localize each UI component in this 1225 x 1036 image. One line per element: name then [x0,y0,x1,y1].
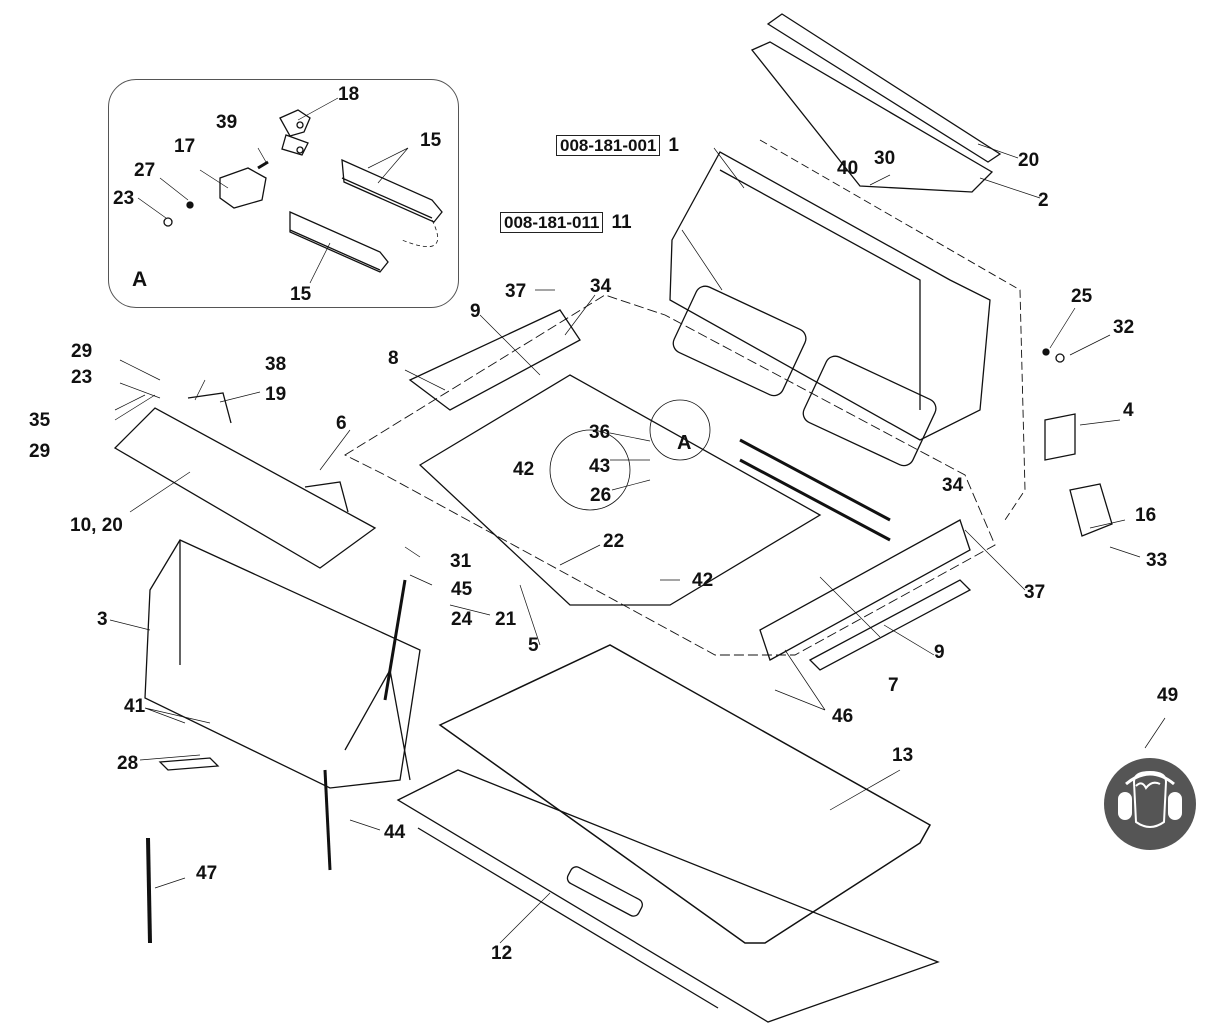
bracket-18 [279,109,311,156]
callout-9: 9 [470,301,481,322]
callout-18: 18 [338,84,360,105]
callout-13: 13 [892,745,914,766]
callout-43: 43 [589,456,611,477]
callout-29: 29 [29,441,51,462]
chain-15-lower [289,210,389,273]
cable-chain [739,438,891,542]
washer-27 [186,201,194,209]
callout-34: 34 [590,276,612,297]
plate-28 [158,757,220,771]
mat-12-lower [417,827,719,1009]
back-panel-1 [669,139,1026,521]
detail-a-parts [163,109,443,273]
ear-protection-icon [1104,758,1196,850]
callout-15: 15 [420,130,442,151]
callout-24: 24 [451,609,473,630]
mat-12-slot [566,866,643,917]
callout-37: 37 [505,281,527,302]
callout-37: 37 [1024,582,1046,603]
part-item: 11 [611,212,632,233]
callout-15: 15 [290,284,312,305]
callout-23: 23 [71,367,93,388]
callout-7: 7 [888,675,899,696]
callout-23: 23 [113,188,135,209]
callout-34: 34 [942,475,964,496]
nut-23 [163,217,173,227]
detail-a-frame [108,79,459,308]
callout-42: 42 [692,570,714,591]
chain-15-upper [341,158,443,223]
callout-42: 42 [513,459,535,480]
callout-38: 38 [265,354,287,375]
callout-2: 2 [1038,190,1049,211]
callout-39: 39 [216,112,238,133]
nut-25 [1042,348,1050,356]
detail-a-label: A [132,268,148,291]
bracket-17 [219,167,267,209]
cable-tie-47 [146,837,152,944]
callout-47: 47 [196,863,218,884]
callout-6: 6 [336,413,347,434]
callout-32: 32 [1113,317,1135,338]
callout-5: 5 [528,635,539,656]
callout-8: 8 [388,348,399,369]
callout-17: 17 [174,136,196,157]
callout-12: 12 [491,943,513,964]
cover-2 [750,41,994,193]
seat-cover-10 [113,392,377,569]
part-code: 008-181-011 [500,212,604,233]
cover-20 [766,13,1002,163]
top-cover [750,13,1002,193]
part-item: 1 [668,135,679,156]
screw-39 [257,160,269,170]
callout-16: 16 [1135,505,1157,526]
callout-22: 22 [603,531,625,552]
hose-24 [383,579,407,701]
callout-49: 49 [1157,685,1179,706]
callout-45: 45 [451,579,473,600]
mat-13 [438,644,932,944]
part-code: 008-181-001 [556,135,661,156]
callout-36: 36 [589,422,611,443]
callout-19: 19 [265,384,287,405]
part-number-1: 008-181-001 1 [556,135,679,156]
floor-frame [344,294,996,671]
callout-33: 33 [1146,550,1168,571]
callout-10-20: 10, 20 [70,515,123,536]
dash-connector [401,219,438,248]
callout-41: 41 [124,696,146,717]
callout-46: 46 [832,706,854,727]
bracket-16 [1069,483,1113,537]
callout-3: 3 [97,609,108,630]
callout-27: 27 [134,160,156,181]
bracket-4 [1044,413,1076,461]
callout-28: 28 [117,753,139,774]
callout-26: 26 [590,485,612,506]
mat-12 [396,769,940,1023]
hole [296,121,304,129]
washer-32 [1055,353,1065,363]
callout-9: 9 [934,642,945,663]
callout-21: 21 [495,609,517,630]
callout-44: 44 [384,822,406,843]
part-number-11: 008-181-011 11 [500,212,632,233]
hole [296,146,304,154]
callout-40: 40 [837,158,859,179]
box-3 [144,539,421,871]
detail-a-reference: A [677,432,692,454]
callout-35: 35 [29,410,51,431]
callout-29: 29 [71,341,93,362]
ear-protection-glyph [1118,770,1182,828]
rod [323,769,332,871]
callout-31: 31 [450,551,472,572]
callout-4: 4 [1123,400,1134,421]
callout-25: 25 [1071,286,1093,307]
callout-30: 30 [874,148,896,169]
callout-20: 20 [1018,150,1040,171]
leader-lines [109,97,1166,944]
